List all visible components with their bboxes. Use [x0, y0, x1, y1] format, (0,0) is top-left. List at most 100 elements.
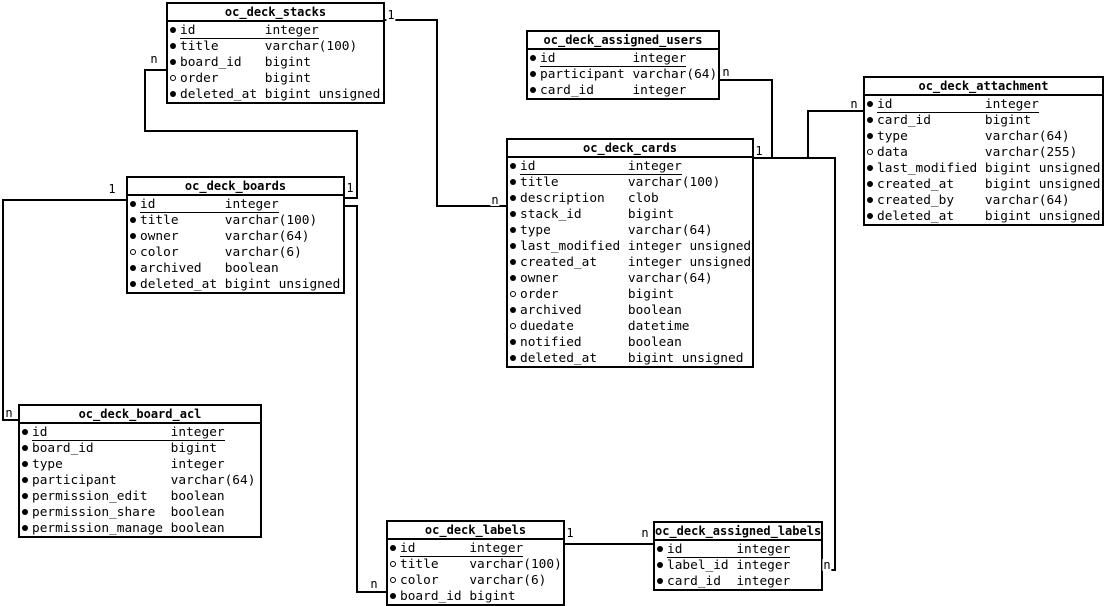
- column-row-created_at: created_at integer unsigned: [508, 254, 752, 270]
- column-name: deleted_at: [140, 277, 218, 292]
- notnull-bullet-icon: [530, 71, 536, 77]
- column-name: stack_id: [520, 207, 582, 222]
- entity-title: oc_deck_labels: [388, 522, 563, 540]
- cardinality-label: n: [640, 526, 650, 540]
- column-name: created_at: [520, 255, 598, 270]
- notnull-bullet-icon: [867, 181, 873, 187]
- column-name: participant: [540, 67, 625, 82]
- column-type: bigint unsigned: [224, 277, 341, 292]
- column-row-deleted_at: deleted_at bigint unsigned: [128, 276, 343, 292]
- entity-title: oc_deck_board_acl: [20, 406, 260, 424]
- notnull-bullet-icon: [510, 163, 516, 169]
- column-type: bigint unsigned: [984, 177, 1101, 192]
- cardinality-label: 1: [386, 8, 396, 22]
- column-type: bigint: [469, 589, 516, 604]
- column-type: integer: [469, 541, 524, 557]
- column-type: bigint unsigned: [264, 87, 381, 102]
- entity-title: oc_deck_boards: [128, 178, 343, 196]
- column-type: integer: [736, 558, 791, 573]
- relationship-oc_deck_cards--oc_deck_attachment: [754, 110, 863, 159]
- cardinality-label: n: [490, 193, 500, 207]
- column-type: boolean: [627, 335, 682, 350]
- notnull-bullet-icon: [22, 493, 28, 499]
- column-type: varchar(64): [170, 473, 256, 488]
- column-type: integer unsigned: [627, 239, 752, 254]
- column-row-owner: owner varchar(64): [508, 270, 752, 286]
- column-name: title: [180, 39, 219, 54]
- nullable-bullet-icon: [130, 249, 136, 255]
- column-name: last_modified: [520, 239, 621, 254]
- column-type: bigint unsigned: [627, 351, 744, 366]
- column-name: owner: [140, 229, 179, 244]
- notnull-bullet-icon: [170, 59, 176, 65]
- entity-title: oc_deck_cards: [508, 140, 752, 158]
- column-type: varchar(64): [627, 271, 713, 286]
- column-name: title: [140, 213, 179, 228]
- entity-title: oc_deck_assigned_users: [528, 32, 718, 50]
- notnull-bullet-icon: [22, 477, 28, 483]
- column-type: varchar(100): [224, 213, 318, 228]
- notnull-bullet-icon: [130, 265, 136, 271]
- column-type: varchar(64): [984, 193, 1070, 208]
- column-type: integer unsigned: [627, 255, 752, 270]
- notnull-bullet-icon: [510, 243, 516, 249]
- column-type: varchar(64): [632, 67, 718, 82]
- column-type: integer: [170, 457, 225, 472]
- notnull-bullet-icon: [390, 593, 396, 599]
- notnull-bullet-icon: [390, 545, 396, 551]
- column-name: board_id: [32, 441, 94, 456]
- column-type: integer: [264, 23, 319, 39]
- notnull-bullet-icon: [530, 87, 536, 93]
- column-type: varchar(100): [264, 39, 358, 54]
- notnull-bullet-icon: [510, 355, 516, 361]
- nullable-bullet-icon: [170, 75, 176, 81]
- column-name: archived: [140, 261, 202, 276]
- notnull-bullet-icon: [22, 429, 28, 435]
- nullable-bullet-icon: [510, 323, 516, 329]
- notnull-bullet-icon: [510, 259, 516, 265]
- column-name: id: [180, 23, 265, 39]
- column-row-last_modified: last_modified integer unsigned: [508, 238, 752, 254]
- column-name: color: [140, 245, 179, 260]
- column-type: varchar(6): [469, 573, 547, 588]
- notnull-bullet-icon: [22, 525, 28, 531]
- column-row-title: title varchar(100): [128, 212, 343, 228]
- column-type: boolean: [627, 303, 682, 318]
- column-row-title: title varchar(100): [168, 38, 383, 54]
- column-name: card_id: [540, 83, 594, 98]
- notnull-bullet-icon: [510, 339, 516, 345]
- column-name: owner: [520, 271, 559, 286]
- notnull-bullet-icon: [130, 217, 136, 223]
- column-type: integer: [632, 83, 687, 98]
- column-name: permission_edit: [32, 489, 148, 504]
- column-name: id: [877, 97, 985, 113]
- column-type: integer: [736, 542, 791, 558]
- column-name: type: [520, 223, 551, 238]
- notnull-bullet-icon: [530, 55, 536, 61]
- cardinality-label: n: [721, 65, 731, 79]
- notnull-bullet-icon: [867, 133, 873, 139]
- column-type: integer: [736, 574, 791, 589]
- column-type: bigint unsigned: [984, 209, 1101, 224]
- entity-title: oc_deck_attachment: [865, 78, 1102, 96]
